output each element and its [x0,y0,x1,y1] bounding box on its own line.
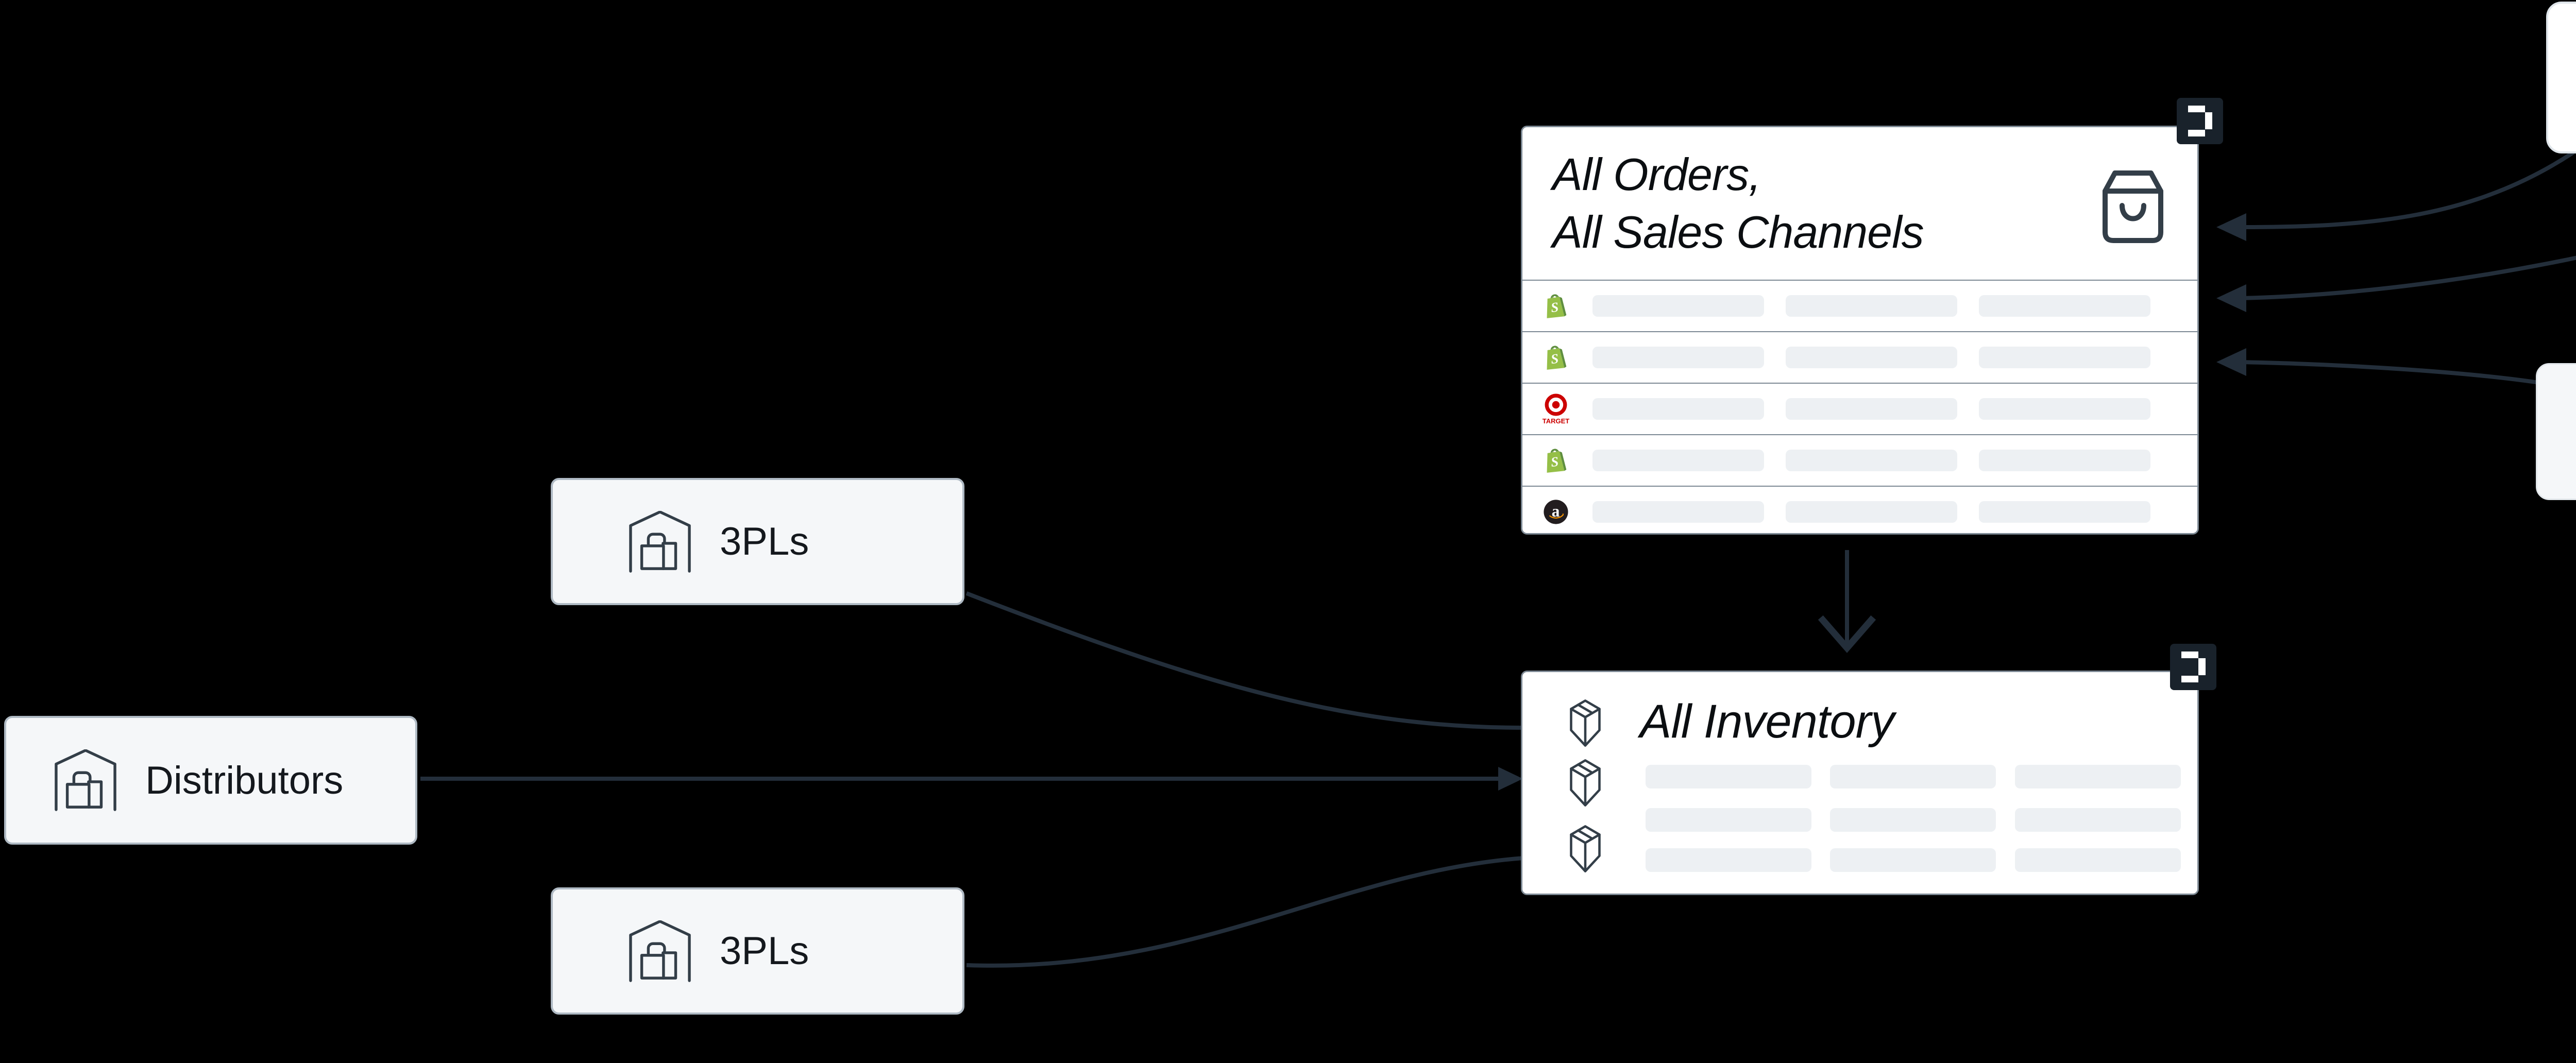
package-icon [1570,825,1601,872]
placeholder-bar [1592,501,1764,523]
package-icon [1570,759,1601,807]
placeholder-bar [1592,295,1764,317]
warehouse-icon [55,749,116,811]
arrowhead-orders-2 [2216,284,2246,312]
placeholder-bar [1786,398,1957,420]
warehouse-icon [629,510,691,573]
package-icon-slot [1563,759,1607,807]
package-icon-slot [1563,825,1607,873]
placeholder-bar [2015,848,2181,872]
placeholder-bar [1979,501,2150,523]
orders-card-header: All Orders, All Sales Channels [1522,127,2197,280]
threepl-label: 3PLs [720,520,809,563]
arrowhead-orders-3 [2216,348,2246,376]
row-channel-logo: S [1544,281,1568,331]
arrowhead-orders-1 [2216,213,2246,241]
distributors-label: Distributors [145,758,344,802]
placeholder-bar [2015,765,2181,788]
package-icon [1570,699,1601,747]
warehouse-icon [629,510,691,573]
warehouse-icon [55,749,116,811]
svg-text:S: S [1550,299,1560,315]
placeholder-bar [1592,347,1764,368]
placeholder-bar [2015,808,2181,832]
shopify-icon: S [1547,294,1567,318]
inventory-title: All Inventory [1640,695,1894,748]
placeholder-bar [1786,501,1957,523]
shopify-icon: S [1547,449,1567,473]
placeholder-bar [1786,295,1957,317]
order-row-shopify: S [1522,434,2197,486]
shopping-bag-icon [2100,168,2165,244]
threepl-box-top: 3PLs [551,478,964,605]
placeholder-bar [1592,398,1764,420]
svg-text:S: S [1550,351,1560,367]
placeholder-bar [1646,808,1811,832]
order-row-shopify: S [1522,331,2197,383]
connector-shopify-to-orders [2240,150,2575,229]
placeholder-bar [1979,347,2150,368]
order-row-amazon: a [1522,486,2197,537]
shopify-logo-tile: S [2546,2,2576,153]
placeholder-bar [1830,808,1996,832]
placeholder-bar [1979,398,2150,420]
placeholder-bar [1646,765,1811,788]
row-channel-logo: S [1544,435,1568,486]
placeholder-bar [1786,450,1957,471]
warehouse-icon [629,920,691,982]
placeholder-bar [1979,295,2150,317]
expand-icon[interactable] [2177,98,2223,144]
placeholder-bar [1979,450,2150,471]
threepl-label: 3PLs [720,929,809,973]
order-row-target: TARGET [1522,383,2197,434]
row-channel-logo: TARGET [1543,384,1569,434]
threepl-box-bottom: 3PLs [551,887,964,1015]
connector-3pl-bottom-to-inventory [966,856,1524,968]
all-orders-card: All Orders, All Sales Channels S [1521,98,2223,537]
connector-3pl-top-to-inventory [965,591,1524,730]
arrowhead-inventory [1498,767,1523,791]
svg-text:a: a [1552,502,1560,520]
row-channel-logo: S [1544,332,1568,383]
connector-retail-to-orders [2240,360,2543,385]
warehouse-icon [629,920,691,982]
placeholder-bar [1786,347,1957,368]
amazon-icon: a [1544,500,1568,524]
distributors-box: Distributors [4,716,417,845]
down-arrowhead [1818,615,1876,653]
orders-title-line1: All Orders, [1552,149,1761,200]
placeholder-bar [1592,450,1764,471]
expand-icon[interactable] [2170,644,2216,690]
package-icon-slot [1563,699,1607,747]
shopify-icon: S [1547,346,1567,370]
orders-title-line2: All Sales Channels [1552,207,1924,258]
retail-wholesale-label: Retail / Wholesale [2573,413,2576,451]
order-row-shopify: S [1522,280,2197,331]
placeholder-bar [1830,848,1996,872]
svg-text:S: S [1550,454,1560,470]
orders-rows: S S TARGET S a [1522,280,2197,537]
target-icon: TARGET [1543,393,1569,425]
connector-amazon-to-orders [2240,255,2576,300]
all-inventory-card: All Inventory [1521,644,2216,895]
retail-wholesale-box: Retail / Wholesale TARGET SPS [2536,363,2576,500]
placeholder-bar [1830,765,1996,788]
target-wordmark: TARGET [1542,417,1570,425]
row-channel-logo: a [1544,487,1568,537]
placeholder-bar [1646,848,1811,872]
